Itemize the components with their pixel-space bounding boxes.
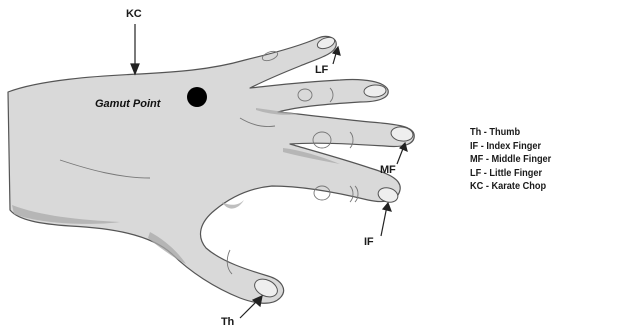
hand-shape — [8, 36, 414, 303]
if-label: IF — [364, 236, 373, 248]
gamut-point-label: Gamut Point — [95, 98, 160, 110]
gamut-point-dot — [187, 87, 207, 107]
legend-item-karate-chop: KC - Karate Chop — [470, 180, 551, 194]
if-arrow-head — [383, 203, 391, 211]
kc-arrow-head — [131, 64, 139, 74]
legend-item-index-finger: IF - Index Finger — [470, 140, 551, 154]
lf-label: LF — [315, 64, 328, 76]
mf-label: MF — [380, 164, 395, 176]
back-of-hand — [8, 36, 414, 303]
legend-item-thumb: Th - Thumb — [470, 126, 551, 140]
legend-item-little-finger: LF - Little Finger — [470, 167, 551, 181]
abbreviation-legend: Th - Thumb IF - Index Finger MF - Middle… — [470, 126, 558, 194]
legend-item-middle-finger: MF - Middle Finger — [470, 153, 551, 167]
th-label: Th — [221, 316, 234, 328]
kc-label: KC — [126, 8, 142, 20]
if-arrow-line — [381, 206, 387, 236]
